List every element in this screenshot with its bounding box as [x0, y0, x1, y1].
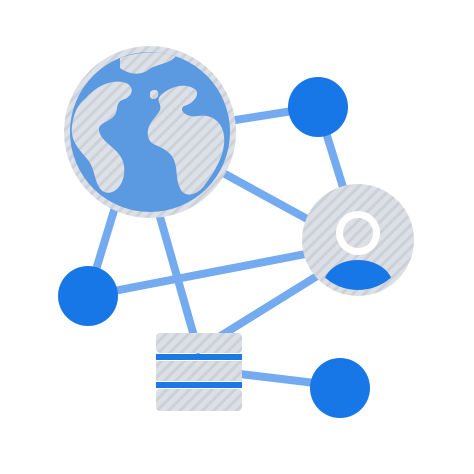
- database-bottom: [156, 389, 242, 411]
- network-node-bottom: [310, 358, 370, 418]
- continent-africa: [147, 85, 225, 195]
- user-head-inner: [343, 218, 373, 248]
- continent-island: [150, 89, 159, 99]
- globe-continents: [71, 52, 225, 195]
- database-top: [156, 333, 242, 353]
- database-icon: [156, 333, 242, 411]
- network-link: [210, 164, 324, 230]
- database-band: [156, 354, 242, 360]
- globe-icon: [64, 46, 236, 218]
- database-band: [156, 382, 242, 388]
- continent-north: [120, 52, 176, 74]
- network-node-left: [58, 266, 118, 326]
- database-middle: [156, 361, 242, 381]
- network-node-top: [288, 77, 348, 137]
- user-node-icon: [302, 184, 414, 296]
- network-link: [84, 248, 320, 300]
- continent-americas: [71, 81, 132, 193]
- user-body: [322, 260, 394, 290]
